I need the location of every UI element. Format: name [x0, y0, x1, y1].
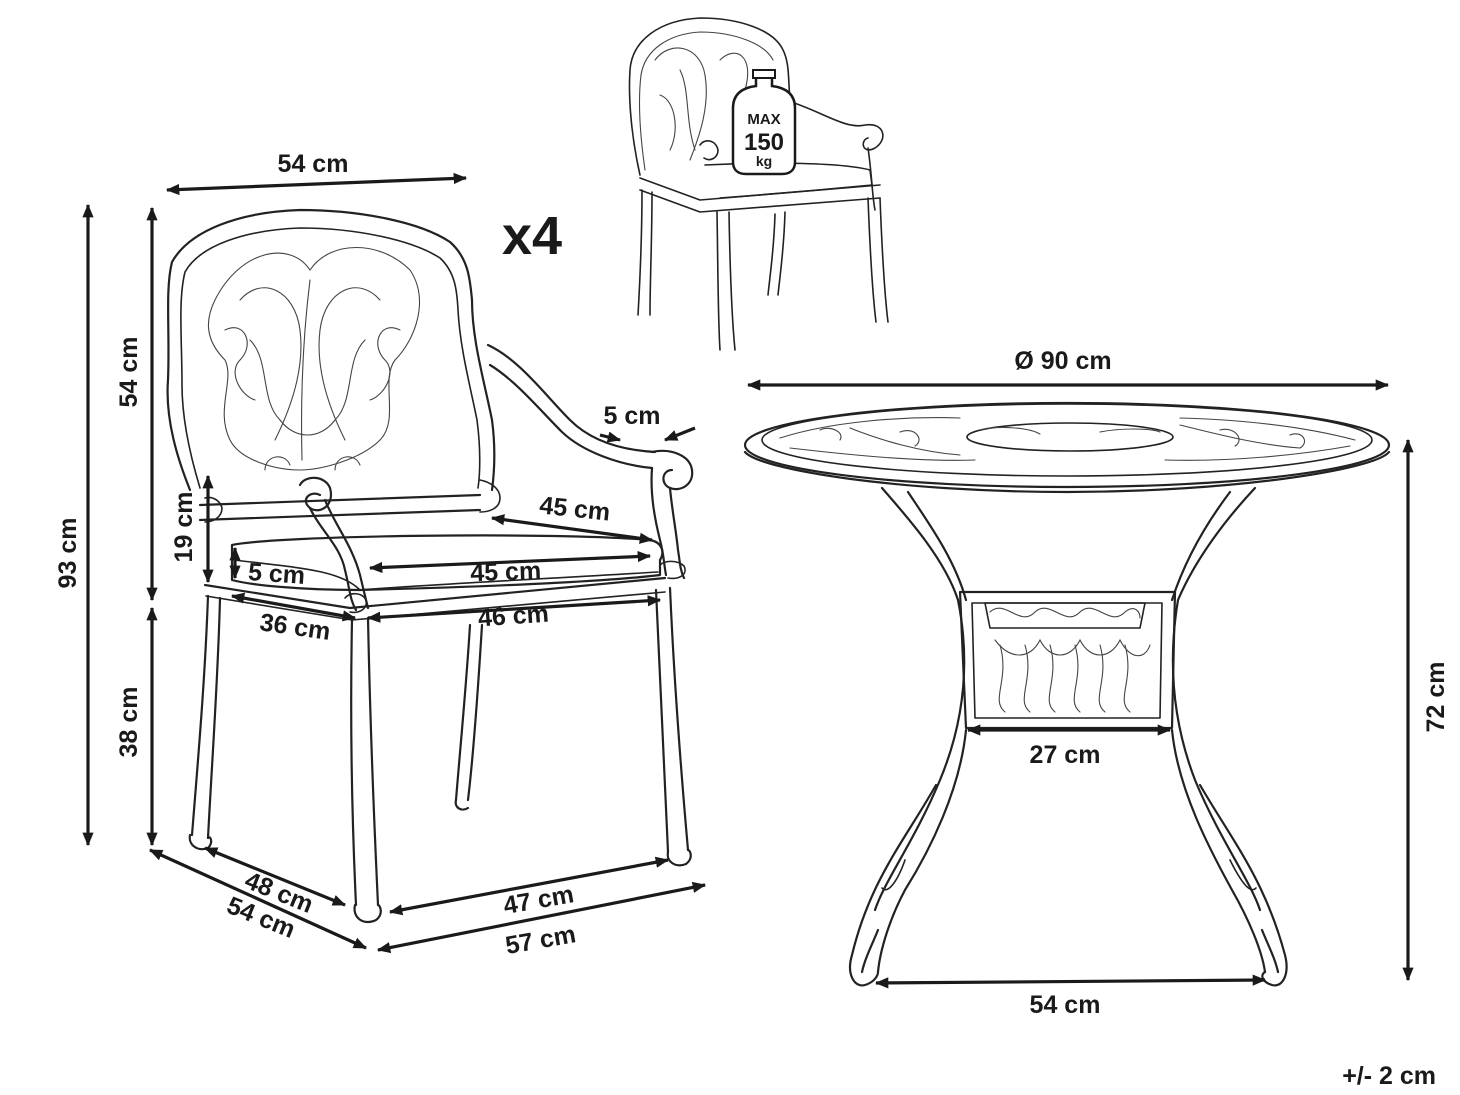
weight-max-label: MAX [747, 111, 780, 128]
dimension-lines [82, 172, 1414, 989]
weight-unit: kg [756, 153, 772, 169]
chair-armrest-height-label: 19 cm [170, 492, 198, 563]
weight-badge: MAX 150 kg [731, 69, 797, 176]
chair-seat-front-width-label: 46 cm [477, 600, 550, 633]
weight-value: 150 [744, 129, 784, 156]
table-base-span-label: 54 cm [1030, 991, 1101, 1019]
tolerance-note: +/- 2 cm [1342, 1062, 1436, 1090]
table-diameter-label: Ø 90 cm [1014, 347, 1111, 375]
chair-seat-side-depth-label: 36 cm [258, 608, 332, 646]
chair-total-height-label: 93 cm [54, 518, 82, 589]
chair-seat-height-label: 38 cm [115, 687, 143, 758]
table-drawing [743, 401, 1391, 987]
chair-multiplier: x4 [502, 206, 562, 266]
small-chair-drawing: MAX 150 kg [628, 17, 889, 351]
chair-width-top-label: 54 cm [278, 150, 349, 178]
chair-back-height-label: 54 cm [115, 337, 143, 408]
chair-cushion-thickness-label: 5 cm [247, 558, 306, 590]
table-height-label: 72 cm [1422, 662, 1450, 733]
table-center-panel-label: 27 cm [1030, 741, 1101, 769]
chair-base-width-outer-label: 57 cm [503, 920, 578, 960]
chair-seat-width-front-label: 45 cm [470, 557, 542, 587]
chair-armrest-width-label: 5 cm [604, 402, 661, 430]
chair-seat-depth-back-label: 45 cm [538, 491, 611, 526]
